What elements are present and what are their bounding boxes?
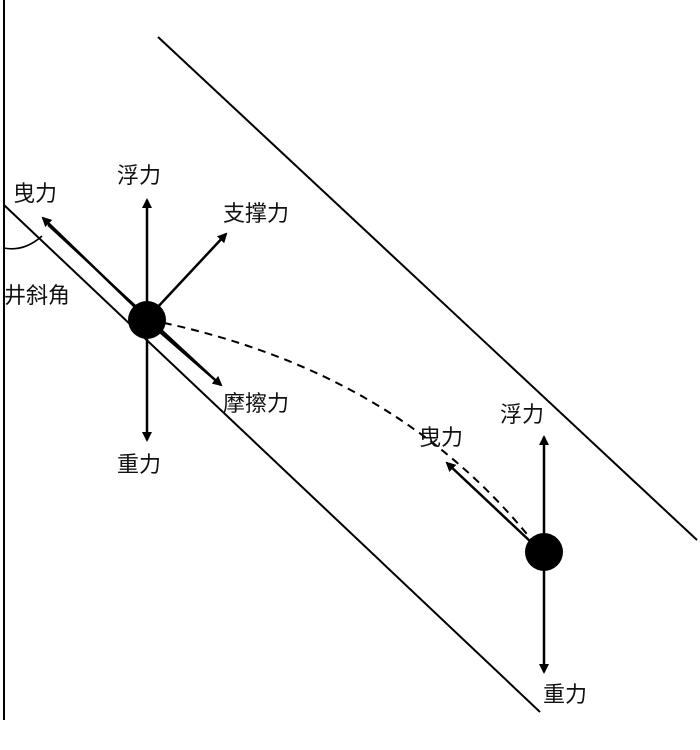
right-buoyancy-label: 浮力 [500, 403, 544, 428]
inclination-angle-label: 井斜角 [4, 284, 70, 309]
left-gravity-label: 重力 [117, 453, 161, 478]
left-buoyancy-label: 浮力 [117, 164, 161, 189]
support-force-label: 支撑力 [223, 202, 289, 227]
right-drag-arrow [445, 461, 533, 544]
left-drag-arrow [41, 216, 136, 308]
right-ball [525, 533, 563, 571]
right-drag-label: 曳力 [419, 426, 463, 451]
left-ball [128, 301, 166, 339]
friction-label: 摩擦力 [223, 392, 289, 417]
right-gravity-label: 重力 [543, 683, 587, 708]
wellbore-upper-wall [157, 36, 698, 541]
left-drag-label: 曳力 [13, 182, 57, 207]
support-force-arrow [154, 232, 228, 311]
trajectory-dashed-line [149, 319, 539, 549]
friction-arrow [159, 331, 223, 387]
wellbore-lower-wall [3, 204, 541, 713]
inclination-angle-arc [3, 235, 43, 250]
